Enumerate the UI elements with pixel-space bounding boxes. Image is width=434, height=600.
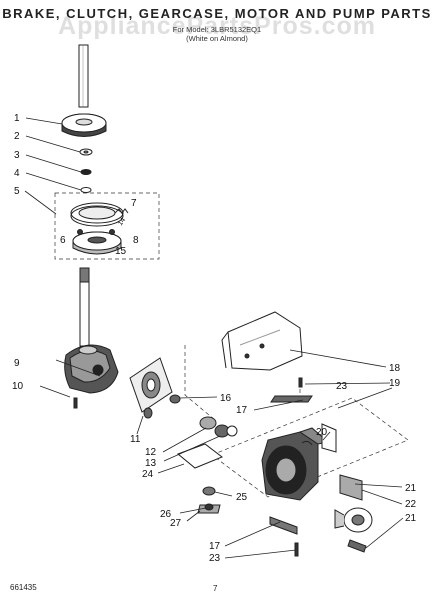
callout-13: 13	[145, 458, 157, 469]
callout-11: 11	[130, 434, 141, 445]
clutch-washer-11	[143, 407, 153, 419]
drive-components	[129, 357, 313, 469]
motor-clip-17	[270, 395, 313, 403]
washer-4	[80, 187, 92, 193]
callout-12: 12	[145, 447, 157, 458]
callout-17-lower: 17	[209, 541, 221, 552]
drive-dashed-line	[184, 345, 216, 421]
pump-coupling-21	[347, 539, 367, 553]
upper-shaft-assembly	[61, 44, 107, 193]
callout-15: 15	[115, 246, 127, 257]
callout-26: 26	[160, 509, 172, 520]
callout-9: 9	[14, 358, 20, 369]
motor-assembly	[197, 377, 373, 557]
pulley-12	[199, 416, 217, 430]
callout-5: 5	[14, 186, 20, 197]
document-number: 661435	[10, 583, 37, 592]
callout-6: 6	[60, 235, 66, 246]
callout-20: 20	[316, 427, 328, 438]
callout-19: 19	[389, 378, 401, 389]
leader-lines	[24, 117, 404, 559]
gearcase-assembly	[64, 267, 119, 409]
callout-10: 10	[12, 381, 24, 392]
clip-17-lower	[269, 516, 298, 535]
screw-23-lower	[294, 542, 299, 557]
callout-labels: 1 2 3 4 5 6 7 8 9 10 11 12 13 14 15 16 1…	[12, 113, 417, 564]
callout-1: 1	[14, 113, 20, 124]
callout-3: 3	[14, 150, 20, 161]
callout-23-lower: 23	[209, 553, 221, 564]
callout-17: 17	[236, 405, 248, 416]
motor-shield	[221, 311, 303, 371]
screw-23-upper	[298, 377, 303, 388]
callout-4: 4	[14, 168, 20, 179]
callout-21-lower: 21	[405, 513, 417, 524]
pump-clip-22	[339, 474, 363, 501]
callout-24: 24	[142, 469, 154, 480]
callout-18: 18	[389, 363, 401, 374]
bolt-10	[73, 397, 78, 409]
clutch-group-box	[54, 192, 160, 260]
clutch-spring	[114, 208, 129, 214]
callout-2: 2	[14, 131, 20, 142]
page-title: BRAKE, CLUTCH, GEARCASE, MOTOR AND PUMP …	[2, 6, 432, 21]
callout-21: 21	[405, 483, 417, 494]
motor-switch-20	[321, 423, 337, 453]
callout-23: 23	[336, 381, 348, 392]
color-label: (White on Almond)	[186, 34, 248, 43]
callout-22: 22	[405, 499, 417, 510]
callout-14: 14	[117, 217, 127, 227]
retainer-3	[80, 169, 92, 175]
bushing-16	[169, 394, 181, 404]
spin-tube-upper	[78, 44, 89, 108]
model-label: For Model: 3LBR5132EQ1	[172, 25, 262, 34]
callout-27: 27	[170, 518, 182, 529]
seal-26	[204, 503, 214, 511]
pump-cover-25	[202, 486, 216, 496]
clutch-pin	[77, 229, 83, 235]
clutch-assembly	[70, 202, 129, 255]
callout-25: 25	[236, 492, 248, 503]
shield-panel-18	[227, 311, 303, 371]
callout-16: 16	[220, 393, 232, 404]
watermark: AppliancePartsPros.com	[58, 12, 376, 40]
callout-8: 8	[133, 235, 139, 246]
page-number: 7	[213, 584, 218, 593]
callout-7: 7	[131, 198, 137, 209]
pump-gasket-24	[177, 443, 223, 469]
motor-group-box	[211, 397, 409, 498]
